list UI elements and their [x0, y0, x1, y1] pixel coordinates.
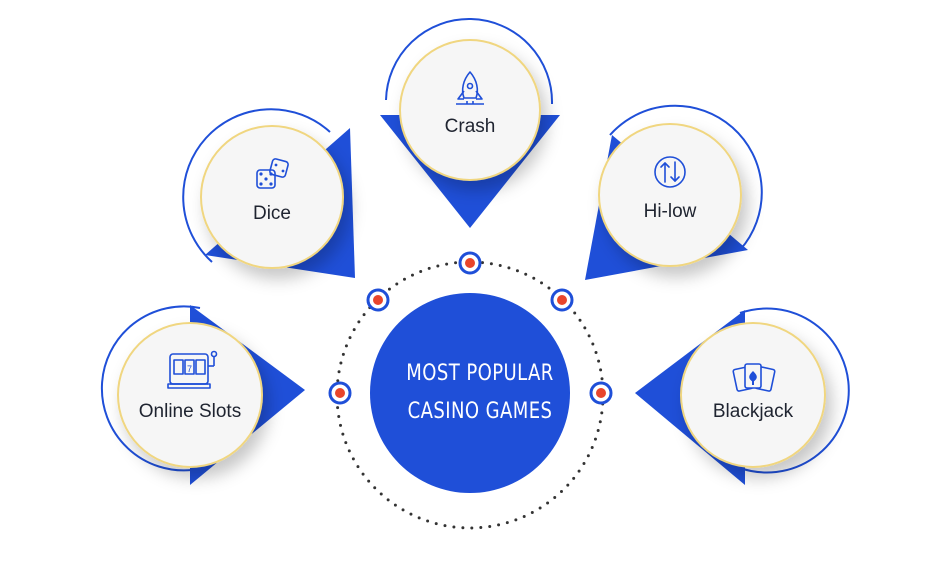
connector-dot [550, 288, 574, 312]
node-hi-low [598, 123, 742, 267]
arc-crash [385, 17, 554, 105]
playing-cards-icon [732, 363, 776, 392]
center-circle [370, 293, 570, 493]
node-online-slots [117, 322, 263, 468]
node-blackjack [680, 322, 826, 468]
card-suits [749, 371, 757, 385]
center-title-line-2: CASINO GAMES [407, 399, 553, 424]
label-online-slots: Online Slots [138, 401, 242, 422]
center-title-line-1: MOST POPULAR [406, 361, 554, 386]
dice-pips [259, 163, 285, 186]
label-hi-low: Hi-low [643, 201, 697, 222]
node-crash [399, 39, 541, 181]
node-dice [200, 125, 344, 269]
center-title: MOST POPULAR CASINO GAMES [398, 355, 562, 431]
up-down-arrows-icon [654, 156, 686, 188]
arc-online-slots [100, 305, 201, 472]
arc-hi-low [609, 104, 763, 251]
label-crash: Crash [444, 116, 496, 137]
label-dice: Dice [252, 203, 292, 224]
connector-dot [366, 288, 390, 312]
slot-symbol-7: 7 [187, 364, 192, 374]
dice-icon [256, 158, 289, 189]
label-blackjack: Blackjack [712, 401, 794, 422]
slot-machine-icon [167, 350, 218, 389]
connector-dot [589, 381, 613, 405]
connector-dot [458, 251, 482, 275]
rocket-icon [456, 71, 484, 105]
connector-dot [328, 381, 352, 405]
arc-dice [182, 108, 331, 263]
arc-blackjack [739, 307, 850, 474]
